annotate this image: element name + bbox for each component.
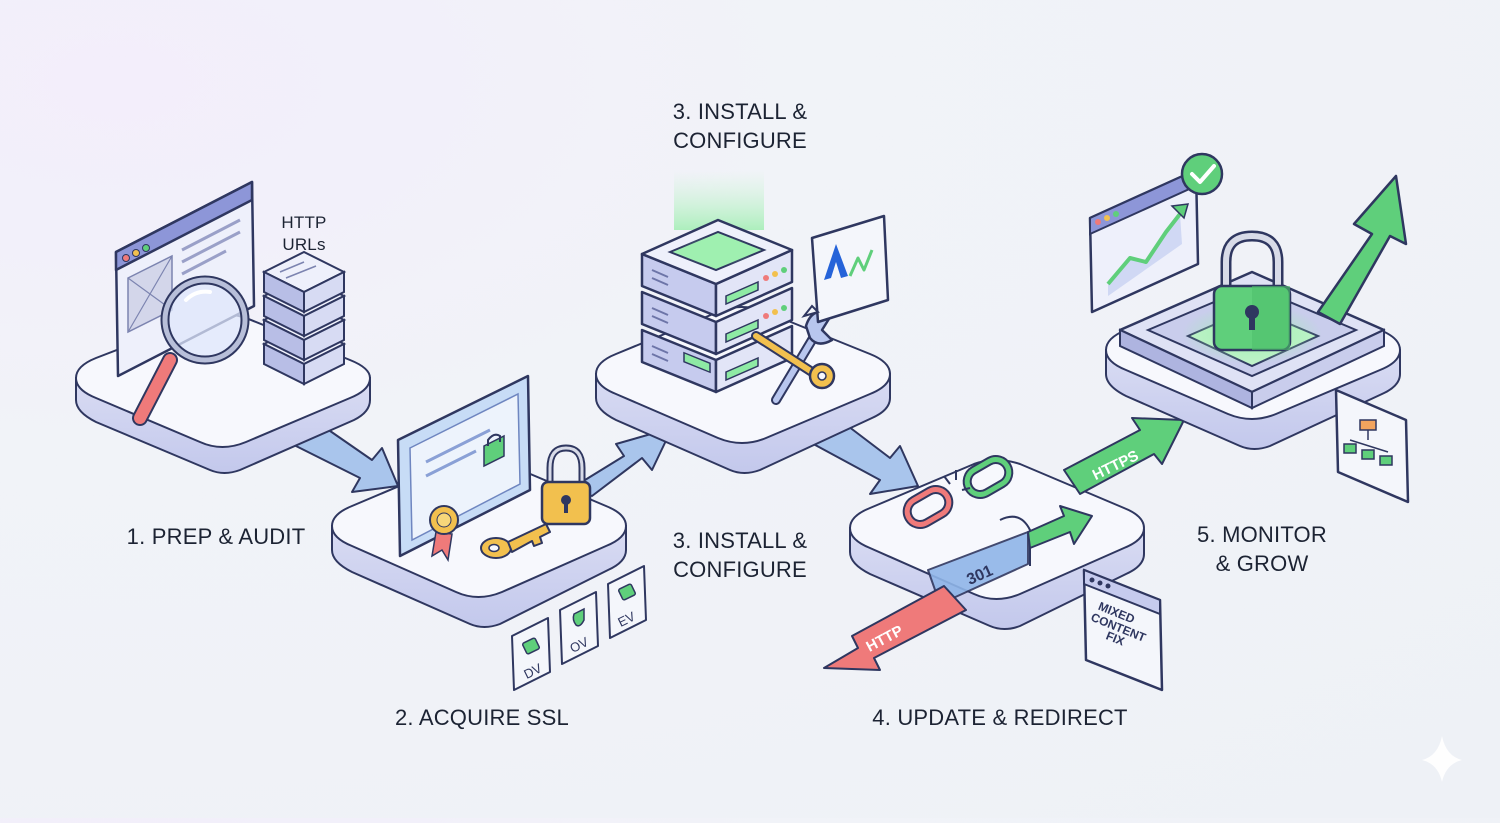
broken-chain-icon [902, 455, 1014, 529]
config-app-window [801, 214, 890, 324]
step4-label: 4. UPDATE & REDIRECT [850, 703, 1150, 732]
badge-dv: DV [511, 617, 551, 691]
http-urls-line2: URLs [282, 235, 326, 254]
step1-label: 1. PREP & AUDIT [106, 522, 326, 551]
mixed-content-fix-card: MIXED CONTENT FIX [1082, 568, 1164, 692]
padlock-gold-icon [540, 444, 592, 526]
step5-line2: & GROW [1215, 551, 1309, 576]
step5-line1: 5. MONITOR [1197, 522, 1327, 547]
step3-line1: 3. INSTALL & [672, 528, 808, 553]
step2-label-text: 2. ACQUIRE SSL [395, 705, 569, 730]
http-urls-server-stack [261, 250, 347, 386]
step3-top-line1: 3. INSTALL & [672, 99, 808, 124]
audit-browser-window [114, 180, 256, 378]
step3-top-line2: CONFIGURE [673, 128, 807, 153]
key-icon [480, 523, 551, 559]
sitemap-card [1334, 388, 1410, 504]
padlock-green-icon [1212, 230, 1292, 352]
gear-icon [751, 331, 836, 390]
sparkle-icon [1422, 736, 1462, 782]
step5-label: 5. MONITOR & GROW [1172, 520, 1352, 578]
cert-type-badges: DV OV EV [511, 565, 647, 691]
http-urls-label: HTTP URLs [262, 212, 346, 256]
step3-title-top: 3. INSTALL & CONFIGURE [640, 97, 840, 155]
step4-label-text: 4. UPDATE & REDIRECT [872, 705, 1128, 730]
growth-arrow-icon [1316, 174, 1408, 326]
ssl-certificate [396, 374, 532, 563]
badge-ev: EV [607, 565, 647, 639]
http-urls-line1: HTTP [281, 213, 327, 232]
step3-line2: CONFIGURE [673, 557, 807, 582]
https-up-arrow: HTTPS [1063, 417, 1185, 495]
step1-label-text: 1. PREP & AUDIT [126, 524, 306, 549]
analytics-window [1088, 168, 1200, 314]
magnifier-icon [132, 275, 250, 426]
flow-arrow-2-3 [571, 427, 673, 497]
configured-server-stack [640, 218, 794, 394]
badge-dv-text: DV [521, 660, 544, 682]
verified-check-icon [1180, 152, 1224, 196]
http-down-arrow: HTTP [823, 585, 967, 671]
step2-label: 2. ACQUIRE SSL [372, 703, 592, 732]
badge-ov: OV [559, 591, 599, 665]
badge-ev-text: EV [615, 609, 637, 630]
mixed-content-line3: FIX [1104, 629, 1127, 649]
step3-label: 3. INSTALL & CONFIGURE [640, 526, 840, 584]
